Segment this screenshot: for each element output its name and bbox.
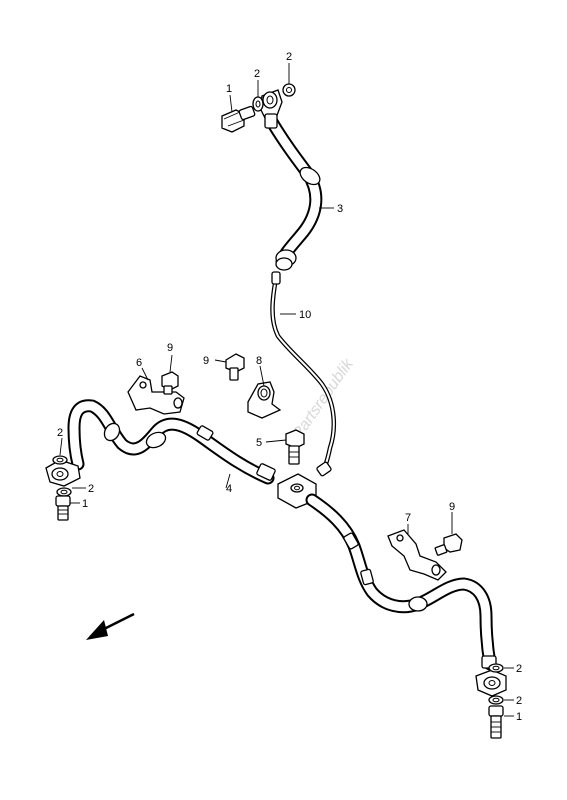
front-direction-arrow-icon bbox=[86, 612, 135, 640]
callout-6: 6 bbox=[136, 357, 142, 369]
left-brake-hose bbox=[67, 399, 276, 485]
callout-1-top: 1 bbox=[226, 83, 232, 95]
left-banjo-fitting bbox=[45, 455, 81, 521]
callout-7: 7 bbox=[405, 512, 411, 524]
right-banjo-fitting bbox=[475, 663, 507, 739]
leader-lines bbox=[59, 63, 514, 717]
watermark-text: Partsrepublik bbox=[289, 355, 357, 442]
callout-9-b: 9 bbox=[203, 355, 209, 367]
callout-2-right-b: 2 bbox=[516, 695, 522, 707]
bracket-bolt-right bbox=[434, 533, 463, 556]
bracket-bolt-left bbox=[161, 371, 179, 395]
hose-clamp bbox=[247, 381, 282, 419]
callout-4: 4 bbox=[226, 483, 232, 495]
callout-10: 10 bbox=[299, 309, 311, 321]
callout-9-c: 9 bbox=[449, 501, 455, 513]
watermark: Partsrepublik bbox=[289, 355, 357, 442]
callout-2-right-a: 2 bbox=[516, 663, 522, 675]
left-hose-bracket bbox=[127, 375, 185, 415]
upper-banjo-fitting bbox=[259, 89, 283, 129]
union-bolt-top bbox=[221, 105, 256, 133]
callout-2-left-a: 2 bbox=[57, 427, 63, 439]
callout-2-left-b: 2 bbox=[88, 483, 94, 495]
callout-8: 8 bbox=[256, 355, 262, 367]
callout-1-right: 1 bbox=[516, 711, 522, 723]
callout-1-left: 1 bbox=[82, 498, 88, 510]
joint-bolt bbox=[285, 429, 305, 465]
callout-3: 3 bbox=[337, 203, 343, 215]
right-hose-bracket bbox=[387, 529, 447, 581]
washers-top bbox=[252, 83, 296, 112]
callout-5: 5 bbox=[256, 437, 262, 449]
clamp-bolt bbox=[225, 353, 245, 381]
callout-labels: 1 2 2 3 10 6 9 9 8 5 4 2 2 1 7 9 2 2 1 bbox=[57, 51, 522, 723]
callout-9-a: 9 bbox=[167, 342, 173, 354]
brake-pipe bbox=[270, 271, 336, 477]
right-brake-hose bbox=[305, 493, 497, 671]
callout-2-top-b: 2 bbox=[286, 51, 292, 63]
callout-2-top-a: 2 bbox=[254, 68, 260, 80]
upper-brake-hose bbox=[265, 115, 323, 271]
